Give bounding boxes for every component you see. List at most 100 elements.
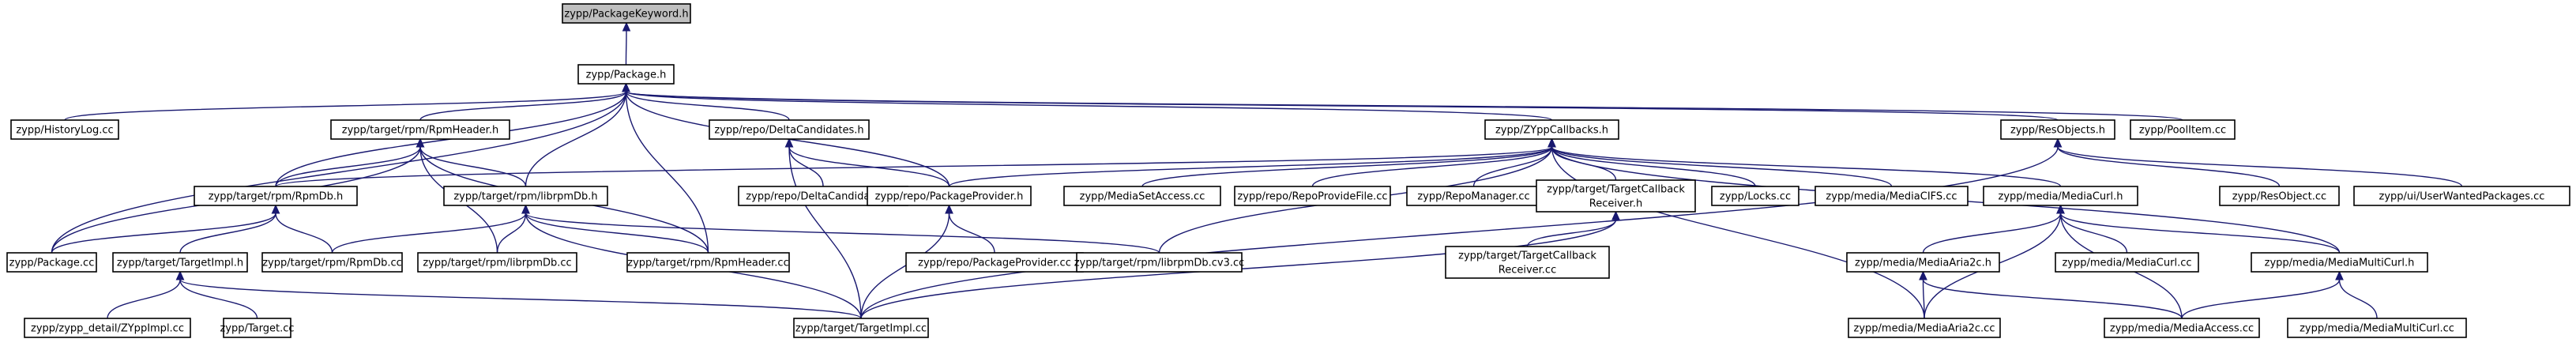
file-node-zypp-resobjects-h[interactable]: zypp/ResObjects.h <box>2000 119 2115 140</box>
edge-line <box>860 146 2059 319</box>
edge-package_cc-to-package_h <box>51 82 630 254</box>
edge-mediasetaccess-to-zyppcb_h <box>1141 137 1556 187</box>
arrowhead <box>622 82 630 92</box>
node-box <box>577 64 675 85</box>
node-box <box>10 119 119 140</box>
file-node-zypp-ui-userwantedpackages-cc[interactable]: zypp/ui/UserWantedPackages.cc <box>2353 186 2570 206</box>
node-box <box>1076 252 1243 273</box>
edge-mediacifs-to-zyppcb_h <box>1547 137 1893 187</box>
node-label: zypp/ZYppCallbacks.h <box>1495 125 1608 137</box>
edge-rpmdb_cc-to-librpmdb_h <box>331 204 530 254</box>
edge-line <box>525 213 709 254</box>
edge-targetimpl_h-to-rpmdb_h <box>179 204 280 254</box>
node-box <box>6 252 97 273</box>
file-node-zypp-zyppcallbacks-h[interactable]: zypp/ZYppCallbacks.h <box>1484 119 1619 140</box>
edge-pkgprovider_h-to-zyppcb_h <box>948 137 1556 187</box>
file-node-zypp-mediasetaccess-cc[interactable]: zypp/MediaSetAccess.cc <box>1063 186 1221 206</box>
node-box <box>1711 186 1799 206</box>
node-box <box>1983 186 2138 206</box>
edge-line <box>2181 279 2341 319</box>
node-box <box>194 186 358 206</box>
file-node-zypp-package-h[interactable]: zypp/Package.h <box>577 64 675 85</box>
file-node-zypp-locks-cc[interactable]: zypp/Locks.cc <box>1711 186 1799 206</box>
edge-zyppimpl-to-targetimpl_h <box>107 270 185 319</box>
file-node-zypp-repomanager-cc[interactable]: zypp/RepoManager.cc <box>1406 186 1541 206</box>
edge-line <box>179 279 862 319</box>
file-node-zypp-target-cc[interactable]: zypp/Target.cc <box>220 318 295 338</box>
node-label: zypp/media/MediaCIFS.cc <box>1826 191 1957 203</box>
file-node-zypp-repo-packageprovider-h[interactable]: zypp/repo/PackageProvider.h <box>867 186 1032 206</box>
edge-line <box>1551 146 1756 187</box>
edge-line <box>1551 146 1925 319</box>
edge-resobject_cc-to-resobjects_h <box>2053 137 2281 187</box>
edge-line <box>788 146 950 187</box>
arrowhead <box>1611 210 1620 220</box>
file-node-zypp-resobject-cc[interactable]: zypp/ResObject.cc <box>2219 186 2340 206</box>
file-node-zypp-repo-deltacandidates-h[interactable]: zypp/repo/DeltaCandidates.h <box>709 119 870 140</box>
node-box <box>1234 186 1391 206</box>
file-node-zypp-repo-packageprovider-cc[interactable]: zypp/repo/PackageProvider.cc <box>905 252 1084 273</box>
node-box <box>2287 318 2467 338</box>
file-node-zypp-historylog-cc[interactable]: zypp/HistoryLog.cc <box>10 119 119 140</box>
edge-mediamulticurl_h-to-mediacurl_h <box>2056 204 2341 254</box>
node-label: zypp/media/MediaCurl.cc <box>2062 258 2191 269</box>
file-node-zypp-target-targetimpl-cc[interactable]: zypp/target/TargetImpl.cc <box>793 318 929 338</box>
file-node-zypp-repo-repoprovidefile-cc[interactable]: zypp/repo/RepoProvideFile.cc <box>1234 186 1391 206</box>
edge-line <box>625 30 627 66</box>
node-label: zypp/Locks.cc <box>1720 191 1791 203</box>
edge-target_cc-to-targetimpl_h <box>175 270 258 319</box>
node-label: zypp/HistoryLog.cc <box>16 125 113 137</box>
node-box <box>2251 252 2428 273</box>
file-node-zypp-zypp-detail-zyppimpl-cc[interactable]: zypp/zypp_detail/ZYppImpl.cc <box>24 318 191 338</box>
edge-line <box>625 91 790 121</box>
file-node-zypp-target-rpm-librpmdb-h[interactable]: zypp/target/rpm/librpmDb.h <box>443 186 608 206</box>
node-label: zypp/Package.h <box>586 70 667 81</box>
edge-line <box>1472 146 1553 187</box>
file-node-zypp-target-rpm-rpmheader-cc[interactable]: zypp/target/rpm/RpmHeader.cc <box>626 252 790 273</box>
node-box <box>1063 186 1221 206</box>
file-node-zypp-media-mediacurl-h[interactable]: zypp/media/MediaCurl.h <box>1983 186 2138 206</box>
file-node-zypp-poolitem-cc[interactable]: zypp/PoolItem.cc <box>2130 119 2236 140</box>
file-node-zypp-target-rpm-librpmdb-cc[interactable]: zypp/target/rpm/librpmDb.cc <box>417 252 577 273</box>
edge-line <box>1922 279 1925 319</box>
file-node-zypp-media-mediacifs-cc[interactable]: zypp/media/MediaCIFS.cc <box>1814 186 1969 206</box>
node-label: zypp/repo/PackageProvider.cc <box>918 258 1071 269</box>
arrowhead <box>945 204 953 214</box>
file-nodes: zypp/PackageKeyword.hzypp/Package.hzypp/… <box>6 3 2570 338</box>
file-node-zypp-package-cc[interactable]: zypp/Package.cc <box>6 252 97 273</box>
node-box <box>330 119 510 140</box>
arrowhead <box>521 204 530 214</box>
edge-line <box>275 146 1553 187</box>
edge-pkgprovider_h-to-deltacand_h <box>784 137 950 187</box>
file-node-zypp-target-rpm-rpmdb-cc[interactable]: zypp/target/rpm/RpmDb.cc <box>261 252 403 273</box>
file-node-zypp-target-targetimpl-h[interactable]: zypp/target/TargetImpl.h <box>112 252 248 273</box>
edge-line <box>419 91 627 121</box>
edge-line <box>1551 146 1893 187</box>
edge-line <box>2059 213 2341 254</box>
file-node-zypp-target-rpm-librpmdb-cv3-cc[interactable]: zypp/target/rpm/librpmDb.cv3.cc <box>1074 252 1245 273</box>
node-label: zypp/target/rpm/RpmDb.cc <box>262 258 402 269</box>
edge-line <box>51 91 627 254</box>
file-node-zypp-media-mediaaria2c-h[interactable]: zypp/media/MediaAria2c.h <box>1846 252 2000 273</box>
node-label: zypp/media/MediaMultiCurl.cc <box>2300 323 2454 335</box>
file-node-zypp-media-mediacurl-cc[interactable]: zypp/media/MediaCurl.cc <box>2055 252 2199 273</box>
file-node-zypp-media-mediaaria2c-cc[interactable]: zypp/media/MediaAria2c.cc <box>1848 318 2001 338</box>
node-label: zypp/media/MediaCurl.h <box>1999 191 2123 203</box>
edge-targetimpl_cc-to-pkgprovider_h <box>860 204 953 319</box>
file-node-zypp-media-mediaaccess-cc[interactable]: zypp/media/MediaAccess.cc <box>2104 318 2260 338</box>
node-label: zypp/repo/RepoProvideFile.cc <box>1237 191 1387 203</box>
file-node-zypp-media-mediamulticurl-cc[interactable]: zypp/media/MediaMultiCurl.cc <box>2287 318 2467 338</box>
edge-rpmheader_h-to-package_h <box>419 82 630 121</box>
node-box <box>1536 179 1696 213</box>
node-label: zypp/media/MediaAria2c.cc <box>1854 323 1995 335</box>
file-node-zypp-target-rpm-rpmdb-h[interactable]: zypp/target/rpm/RpmDb.h <box>194 186 358 206</box>
node-label: Receiver.cc <box>1499 265 1556 277</box>
node-label: zypp/target/rpm/RpmHeader.cc <box>627 258 788 269</box>
node-box <box>1814 186 1969 206</box>
file-node-zypp-media-mediamulticurl-h[interactable]: zypp/media/MediaMultiCurl.h <box>2251 252 2428 273</box>
edge-pkgprovider_cc-to-pkgprovider_h <box>945 204 995 254</box>
file-node-zypp-target-rpm-rpmheader-h[interactable]: zypp/target/rpm/RpmHeader.h <box>330 119 510 140</box>
